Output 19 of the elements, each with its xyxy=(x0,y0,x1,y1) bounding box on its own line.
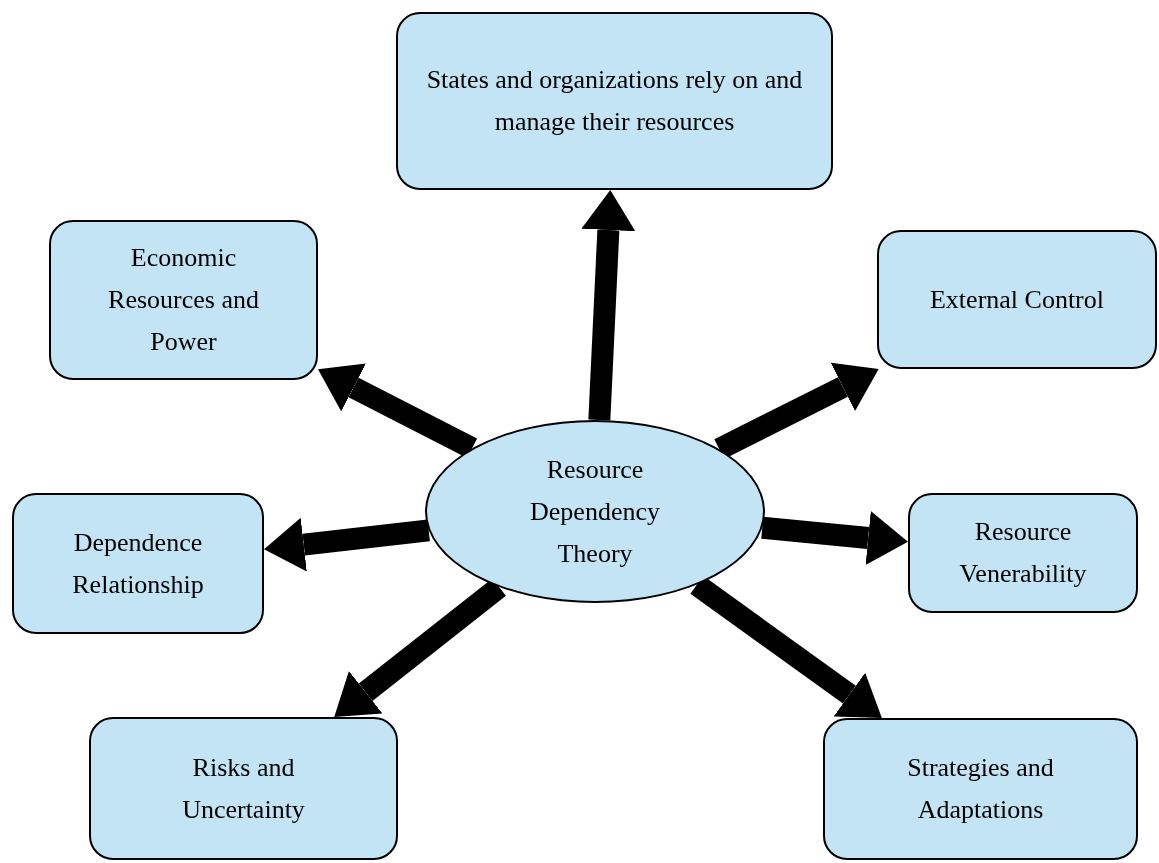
node-label: Dependence Relationship xyxy=(71,526,205,601)
block-arrow xyxy=(714,362,879,459)
rounded-box xyxy=(823,718,1138,860)
block-arrow xyxy=(264,517,430,572)
node-label: Risks and Uncertainty xyxy=(181,751,306,826)
node-label: Economic Resources and Power xyxy=(107,242,260,358)
block-arrow xyxy=(581,190,636,421)
node-label: Resource Dependency Theory xyxy=(529,453,661,570)
block-arrow xyxy=(761,511,908,565)
node-label: Resource Venerability xyxy=(958,516,1088,590)
node-label: External Control xyxy=(930,283,1104,316)
rounded-box xyxy=(49,220,318,380)
node-label: Strategies and Adaptations xyxy=(906,752,1055,826)
rounded-box xyxy=(89,717,398,860)
rounded-box xyxy=(12,493,264,634)
node-label: States and organizations rely on and manage their resources xyxy=(425,64,804,138)
rounded-box xyxy=(908,493,1138,613)
rounded-box xyxy=(396,12,833,190)
rounded-box xyxy=(877,230,1157,369)
